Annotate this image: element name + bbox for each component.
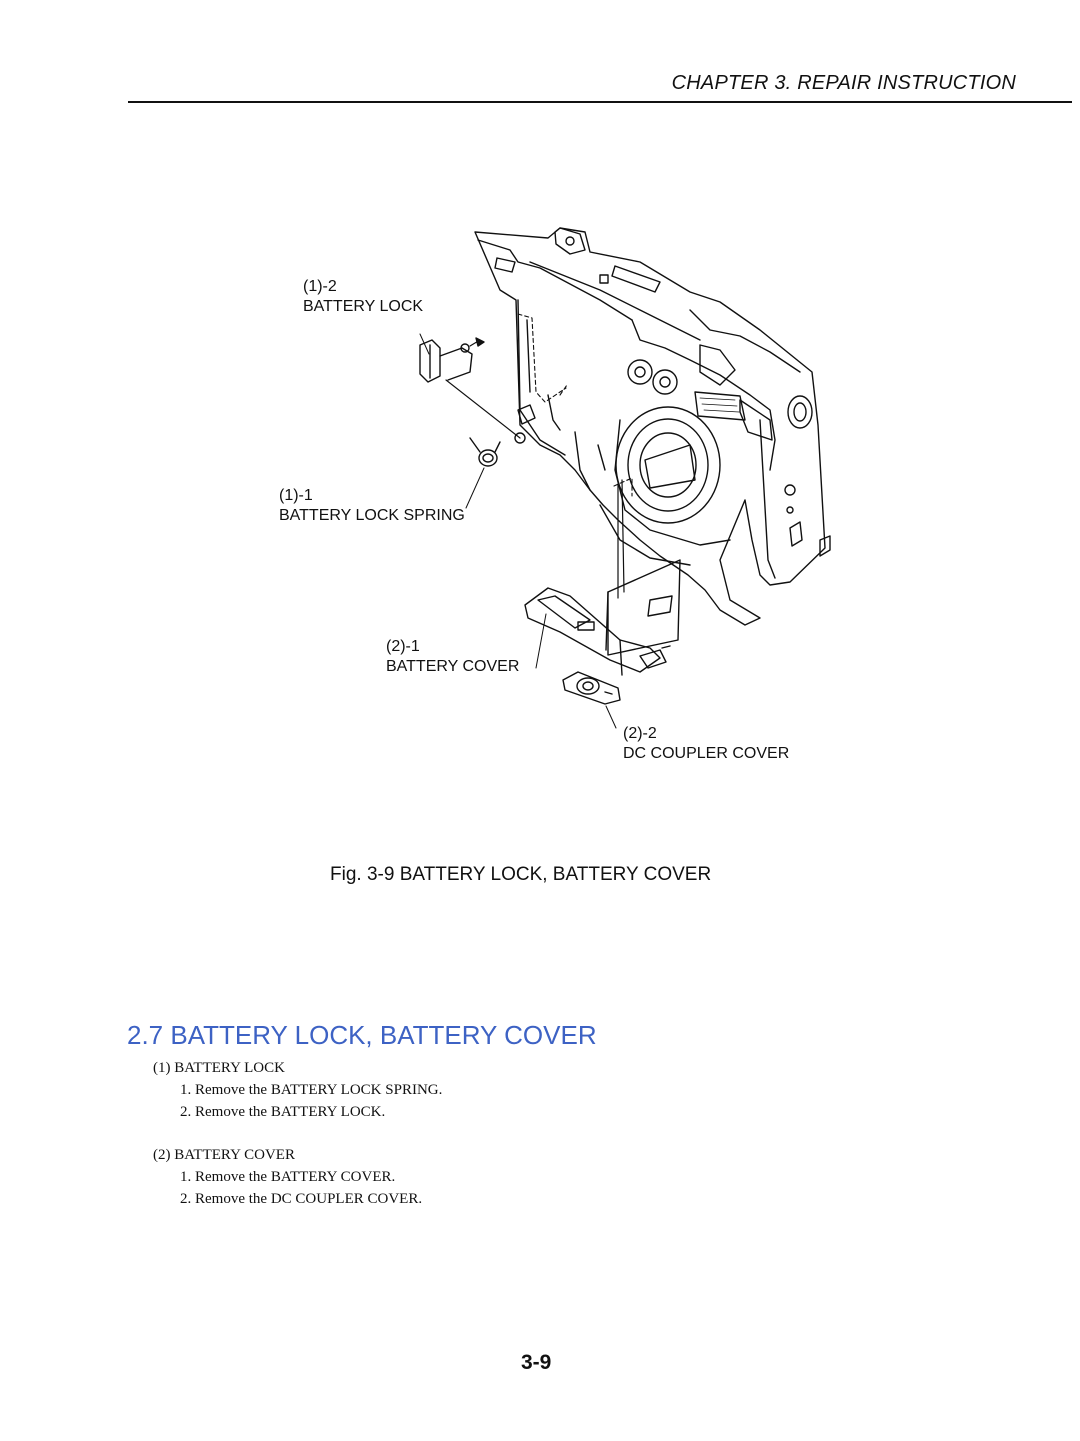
lens-outer: [615, 406, 721, 524]
callout-1-1-number: (1)-1: [279, 487, 313, 504]
callout-1-1-name: BATTERY LOCK SPRING: [279, 507, 465, 524]
callout-1-2-name: BATTERY LOCK: [303, 298, 424, 315]
group-2-heading: (2) BATTERY COVER: [153, 1147, 295, 1163]
callout-2-2-name: DC COUPLER COVER: [623, 745, 790, 762]
group-1-heading: (1) BATTERY LOCK: [153, 1060, 285, 1076]
figure-caption: Fig. 3-9 BATTERY LOCK, BATTERY COVER: [330, 864, 712, 885]
camera-body-drawing: [474, 227, 831, 626]
exploded-view-diagram: [419, 227, 831, 729]
group-2-step-2: 2. Remove the DC COUPLER COVER.: [180, 1191, 423, 1207]
group-1-step-1: 1. Remove the BATTERY LOCK SPRING.: [180, 1082, 443, 1098]
dc-coupler-cover-drawing: [562, 671, 621, 705]
battery-cover-drawing: [524, 479, 681, 676]
group-2-step-1: 1. Remove the BATTERY COVER.: [180, 1169, 396, 1185]
battery-lock-drawing: [419, 339, 473, 383]
page-number: 3-9: [521, 1351, 552, 1374]
callout-2-1-name: BATTERY COVER: [386, 658, 520, 675]
callout-1-2-number: (1)-2: [303, 278, 337, 295]
header-rule: [128, 101, 1072, 103]
chapter-header: CHAPTER 3. REPAIR INSTRUCTION: [671, 72, 1016, 94]
battery-lock-spring-drawing: [465, 437, 501, 509]
section-title: 2.7 BATTERY LOCK, BATTERY COVER: [127, 1020, 597, 1050]
guide-lines: [517, 313, 633, 497]
group-1-step-2: 2. Remove the BATTERY LOCK.: [180, 1104, 386, 1120]
callout-2-2-number: (2)-2: [623, 725, 657, 742]
callout-2-1-number: (2)-1: [386, 638, 420, 655]
